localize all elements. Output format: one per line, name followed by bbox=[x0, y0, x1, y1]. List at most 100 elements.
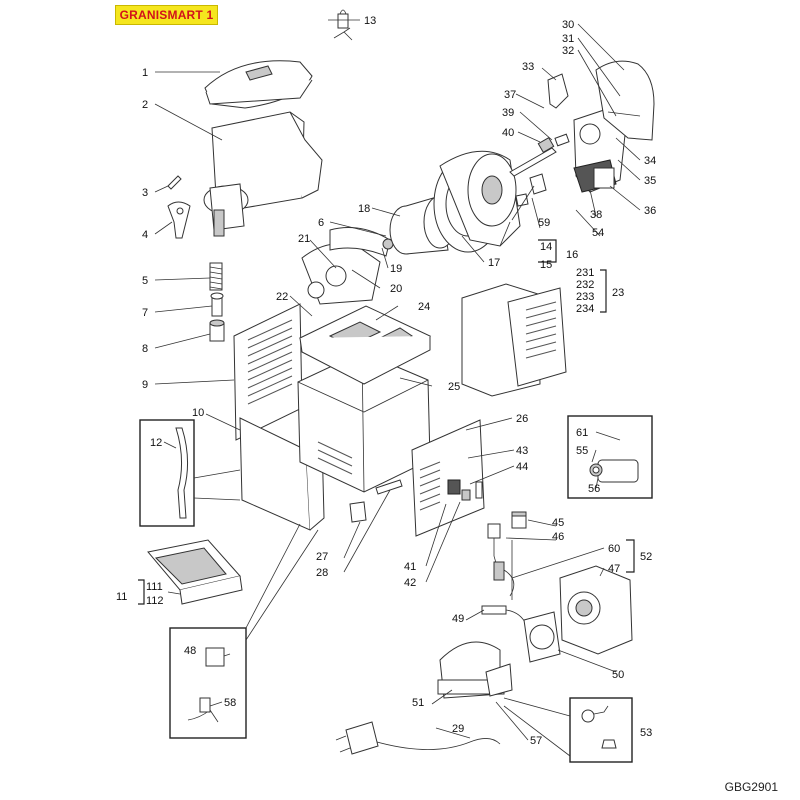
callout-29: 29 bbox=[452, 723, 464, 735]
callout-59: 59 bbox=[538, 217, 550, 229]
evaporator-support-part bbox=[301, 243, 381, 305]
callout-19: 19 bbox=[390, 263, 402, 275]
callout-30: 30 bbox=[562, 19, 574, 31]
callout-10: 10 bbox=[192, 407, 204, 419]
callout-18: 18 bbox=[358, 203, 370, 215]
callout-20: 20 bbox=[390, 283, 402, 295]
callout-60: 60 bbox=[608, 543, 620, 555]
callout-54: 54 bbox=[592, 227, 604, 239]
auger-spiral-part bbox=[329, 227, 394, 257]
fan-part bbox=[523, 611, 561, 663]
callout-9: 9 bbox=[142, 379, 148, 391]
callout-232: 232 bbox=[576, 279, 594, 291]
callout-14: 14 bbox=[540, 241, 552, 253]
callout-22: 22 bbox=[276, 291, 288, 303]
callout-1: 1 bbox=[142, 67, 148, 79]
bracket-60-47 bbox=[626, 539, 635, 573]
drip-tray-part bbox=[147, 539, 243, 605]
key-part bbox=[515, 193, 529, 207]
rear-panel-assembly bbox=[461, 283, 567, 397]
tube-part bbox=[175, 427, 188, 519]
relay-part bbox=[511, 511, 527, 529]
left-side-panel bbox=[233, 303, 303, 441]
bracket-14-15 bbox=[538, 239, 557, 263]
filter-dryer-part bbox=[481, 605, 527, 625]
callout-26: 26 bbox=[516, 413, 528, 425]
tap-lever-part bbox=[167, 201, 191, 239]
callout-27: 27 bbox=[316, 551, 328, 563]
callout-50: 50 bbox=[612, 669, 624, 681]
callout-28: 28 bbox=[316, 567, 328, 579]
callout-5: 5 bbox=[142, 275, 148, 287]
bowl-part bbox=[203, 111, 323, 237]
pin-part bbox=[167, 175, 182, 190]
callout-231: 231 bbox=[576, 267, 594, 279]
callout-25: 25 bbox=[448, 381, 460, 393]
callout-32: 32 bbox=[562, 45, 574, 57]
foot-part bbox=[349, 501, 367, 523]
bracket-111-112 bbox=[138, 579, 145, 605]
callout-36: 36 bbox=[644, 205, 656, 217]
callout-43: 43 bbox=[516, 445, 528, 457]
rear-cover-part bbox=[595, 60, 655, 141]
callout-52: 52 bbox=[640, 551, 652, 563]
callout-51: 51 bbox=[412, 697, 424, 709]
callout-33: 33 bbox=[522, 61, 534, 73]
top-plate bbox=[298, 305, 432, 385]
callout-47: 47 bbox=[608, 563, 620, 575]
capillary-pressostat-part bbox=[493, 540, 515, 600]
model-title-badge: GRANISMART 1 bbox=[115, 5, 218, 25]
callout-55: 55 bbox=[576, 445, 588, 457]
callout-35: 35 bbox=[644, 175, 656, 187]
callout-2: 2 bbox=[142, 99, 148, 111]
magnet-holder-part bbox=[547, 73, 569, 109]
callout-15: 15 bbox=[540, 259, 552, 271]
callout-40: 40 bbox=[502, 127, 514, 139]
callout-48: 48 bbox=[184, 645, 196, 657]
right-side-panel bbox=[411, 419, 485, 537]
power-cord-part bbox=[335, 721, 501, 755]
callout-4: 4 bbox=[142, 229, 148, 241]
bracket-231-234 bbox=[600, 269, 607, 313]
callout-53: 53 bbox=[640, 727, 652, 739]
callout-37: 37 bbox=[504, 89, 516, 101]
callout-45: 45 bbox=[552, 517, 564, 529]
callout-24: 24 bbox=[418, 301, 430, 313]
detail-box-tube bbox=[139, 419, 195, 527]
leader-lines bbox=[154, 19, 641, 741]
small-cap-part bbox=[554, 133, 570, 147]
knob-cap-part bbox=[581, 705, 617, 749]
drain-part bbox=[375, 479, 403, 495]
latch-part bbox=[333, 9, 353, 41]
callout-12: 12 bbox=[150, 437, 162, 449]
spring-part bbox=[209, 262, 223, 291]
lid-part bbox=[204, 60, 313, 109]
callout-49: 49 bbox=[452, 613, 464, 625]
callout-7: 7 bbox=[142, 307, 148, 319]
callout-58: 58 bbox=[224, 697, 236, 709]
piston-part bbox=[210, 292, 224, 317]
callout-31: 31 bbox=[562, 33, 574, 45]
drawing-code: GBG2901 bbox=[724, 780, 778, 794]
callout-labels: 1 2 3 4 5 6 7 8 9 10 11 111 112 12 13 14… bbox=[116, 15, 656, 747]
callout-13: 13 bbox=[364, 15, 376, 27]
callout-44: 44 bbox=[516, 461, 528, 473]
callout-57: 57 bbox=[530, 735, 542, 747]
tap-seal-part bbox=[209, 319, 225, 342]
detail-box-switch bbox=[567, 415, 653, 499]
callout-111: 111 bbox=[146, 581, 163, 593]
condenser-part bbox=[559, 565, 633, 655]
rear-housing bbox=[439, 150, 521, 247]
callout-23: 23 bbox=[612, 287, 624, 299]
callout-3: 3 bbox=[142, 187, 148, 199]
callout-34: 34 bbox=[644, 155, 656, 167]
thermostat-part bbox=[487, 523, 501, 571]
callout-21: 21 bbox=[298, 233, 310, 245]
probe-part bbox=[187, 697, 219, 723]
switch-part bbox=[589, 459, 639, 483]
callout-38: 38 bbox=[590, 209, 602, 221]
callout-16: 16 bbox=[566, 249, 578, 261]
callout-8: 8 bbox=[142, 343, 148, 355]
callout-41: 41 bbox=[404, 561, 416, 573]
